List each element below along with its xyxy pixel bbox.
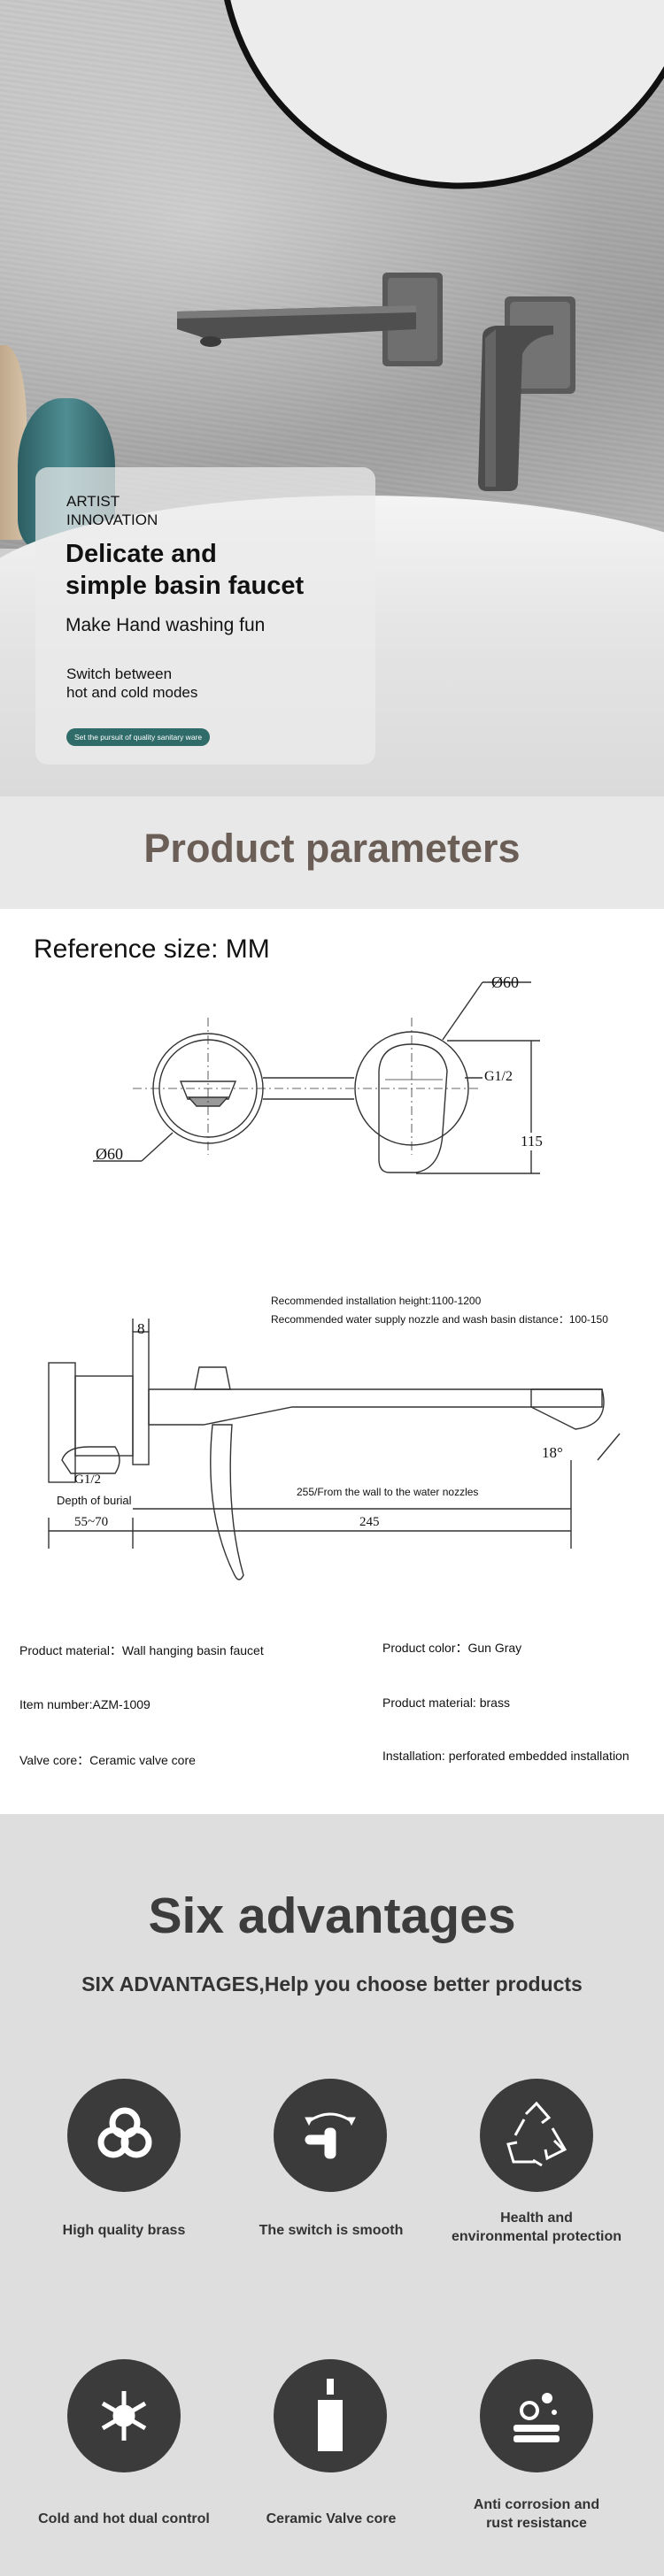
advantage-label-hot-cold: Cold and hot dual control — [38, 2511, 210, 2526]
hero-title-line1: Delicate and — [66, 540, 217, 568]
recommend-height: Recommended installation height:1100-120… — [271, 1295, 482, 1307]
hero-subtitle: Make Hand washing fun — [66, 615, 266, 635]
dim-g12-side: G1/2 — [74, 1473, 101, 1487]
spec-valve-core: Valve core：Ceramic valve core — [19, 1753, 196, 1767]
parameters-title: Product parameters — [143, 826, 521, 871]
advantages-subtitle: SIX ADVANTAGES,Help you choose better pr… — [81, 1972, 583, 1995]
reference-size-label: Reference size: MM — [34, 934, 270, 964]
dim-angle: 18° — [542, 1444, 563, 1461]
dim-g12-top: G1/2 — [484, 1069, 513, 1084]
spec-item-number: Item number:AZM-1009 — [19, 1697, 151, 1711]
recommend-distance: Recommended water supply nozzle and wash… — [271, 1313, 608, 1326]
advantage-label-health-1: Health and — [500, 2211, 573, 2226]
spec-installation: Installation: perforated embedded instal… — [382, 1749, 629, 1763]
recycle-icon — [480, 2079, 593, 2192]
advantage-label-health-2: environmental protection — [451, 2229, 622, 2244]
dim-d60-top: Ø60 — [491, 973, 519, 991]
hero-badge: Set the pursuit of quality sanitary ware — [66, 728, 211, 746]
dim-8: 8 — [137, 1320, 145, 1337]
hero-title-line2: simple basin faucet — [66, 572, 305, 600]
wall-to-nozzle-label: 255/From the wall to the water nozzles — [297, 1486, 479, 1498]
dim-115: 115 — [521, 1133, 543, 1150]
technical-drawing — [48, 981, 621, 1580]
parameters-banner — [0, 796, 664, 909]
hero-switch-line1: Switch between — [66, 665, 173, 682]
spec-material-brass: Product material: brass — [382, 1696, 510, 1710]
mirror-and-faucet-illustration — [177, 0, 664, 491]
valve-core-icon — [274, 2359, 387, 2472]
hero-switch-line2: hot and cold modes — [66, 684, 198, 701]
dim-245: 245 — [359, 1515, 380, 1529]
hot-cold-icon — [67, 2359, 181, 2472]
advantage-label-switch: The switch is smooth — [259, 2223, 404, 2238]
spec-product-color: Product color：Gun Gray — [382, 1641, 522, 1655]
advantages-title: Six advantages — [148, 1888, 516, 1944]
depth-of-burial-label: Depth of burial — [57, 1494, 132, 1507]
hero-innovation-label: INNOVATION — [66, 511, 158, 528]
switch-icon — [274, 2079, 387, 2192]
hero-card — [35, 467, 375, 765]
advantage-label-anti-2: rust resistance — [486, 2516, 587, 2531]
dim-d60-left: Ø60 — [96, 1145, 123, 1163]
anti-corrosion-icon — [480, 2359, 593, 2472]
advantage-label-anti-1: Anti corrosion and — [473, 2497, 600, 2512]
hero-artist-label: ARTIST — [66, 493, 120, 510]
advantage-label-valve: Ceramic Valve core — [266, 2511, 397, 2526]
brass-icon — [67, 2079, 181, 2192]
dim-55-70: 55~70 — [74, 1515, 109, 1529]
advantage-label-brass: High quality brass — [62, 2223, 186, 2238]
spec-product-material: Product material：Wall hanging basin fauc… — [19, 1643, 264, 1657]
